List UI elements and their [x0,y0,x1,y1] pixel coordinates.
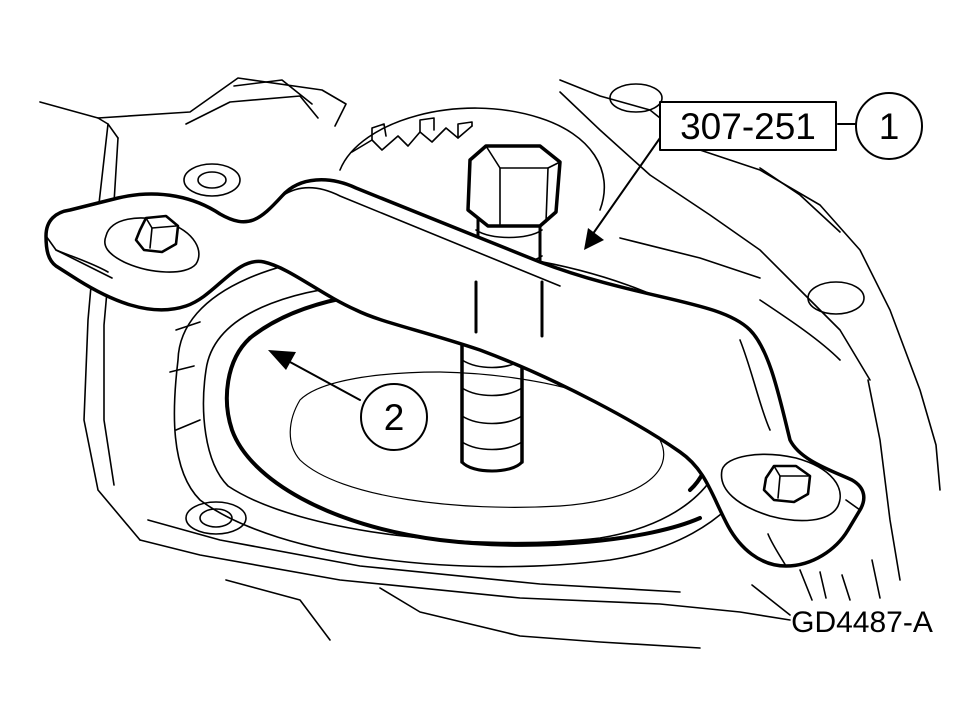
leader-lines [289,123,859,401]
figure-id: GD4487-A [791,606,933,639]
transmission-housing [39,77,941,649]
tool-label-box [659,101,837,151]
callout-circle-2 [360,383,428,451]
callout-number-2: 2 [384,397,405,438]
arrowheads [268,228,604,370]
callout-number-1: 1 [879,106,900,147]
tool-label: 307-251 [680,106,816,147]
remover-bridge [44,178,866,568]
callout-circle-1 [855,92,923,160]
